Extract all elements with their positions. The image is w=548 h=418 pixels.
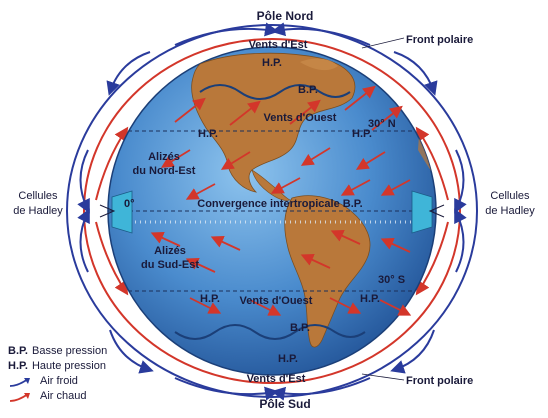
equator-deg-label: 0° [124,198,135,210]
cold-air-arrow-icon [9,377,30,387]
south-pole-label: Pôle Sud [259,397,310,411]
warm-air-arrow-icon [9,392,30,402]
east-winds-top-label: Vents d'Est [249,39,308,51]
hadley-right-line2: de Hadley [485,205,535,217]
lat-30s-label: 30° S [378,274,405,286]
hp-south-pole-label: H.P. [278,353,298,365]
hadley-right-line1: Cellules [490,190,530,202]
outer-circulation-cells [66,22,478,401]
legend-warm-row: Air chaud [8,389,107,404]
hadley-cell-right-icon [411,190,445,234]
alizes-ne-line2: du Nord-Est [133,165,196,177]
itcz-label: Convergence intertropicale B.P. [197,198,362,210]
legend: B.P. Basse pression H.P. Haute pression … [8,344,107,404]
polar-front-top-label: Front polaire [406,34,473,46]
hadley-left-line1: Cellules [18,190,58,202]
legend-warm-text: Air chaud [40,390,87,402]
legend-bp-abbr: B.P. [8,345,28,357]
hp-30n-left-label: H.P. [198,128,218,140]
hp-north-pole-label: H.P. [262,57,282,69]
bp-north-label: B.P. [298,84,318,96]
polar-front-top-pointer [361,37,405,49]
legend-cold-text: Air froid [40,375,78,387]
east-winds-bottom-label: Vents d'Est [247,373,306,385]
hadley-left-line2: de Hadley [13,205,63,217]
polar-front-bottom-label: Front polaire [406,375,473,387]
legend-cold-row: Air froid [8,374,107,389]
hp-30s-left-label: H.P. [200,293,220,305]
legend-hp-text: Haute pression [31,360,106,372]
west-winds-south-label: Vents d'Ouest [240,295,313,307]
legend-hp-row: H.P. Haute pression [8,359,107,374]
legend-bp-text: Basse pression [31,345,108,357]
alizes-se-line1: Alizés [154,245,186,257]
globe [107,46,437,376]
lat-30n-label: 30° N [368,118,396,130]
alizes-se-line2: du Sud-Est [141,259,199,271]
alizes-ne-line1: Alizés [148,151,180,163]
legend-hp-abbr: H.P. [8,360,28,372]
wind-arrows [150,85,412,316]
hadley-cell-left-icon [99,190,133,234]
north-pole-label: Pôle Nord [257,9,314,23]
hp-30s-right-label: H.P. [360,293,380,305]
bp-south-label: B.P. [290,322,310,334]
south-america-landmass [284,195,371,348]
west-winds-north-label: Vents d'Ouest [264,112,337,124]
polar-front-bottom-pointer [361,373,405,381]
legend-bp-row: B.P. Basse pression [8,344,107,359]
hp-30n-right-label: H.P. [352,128,372,140]
